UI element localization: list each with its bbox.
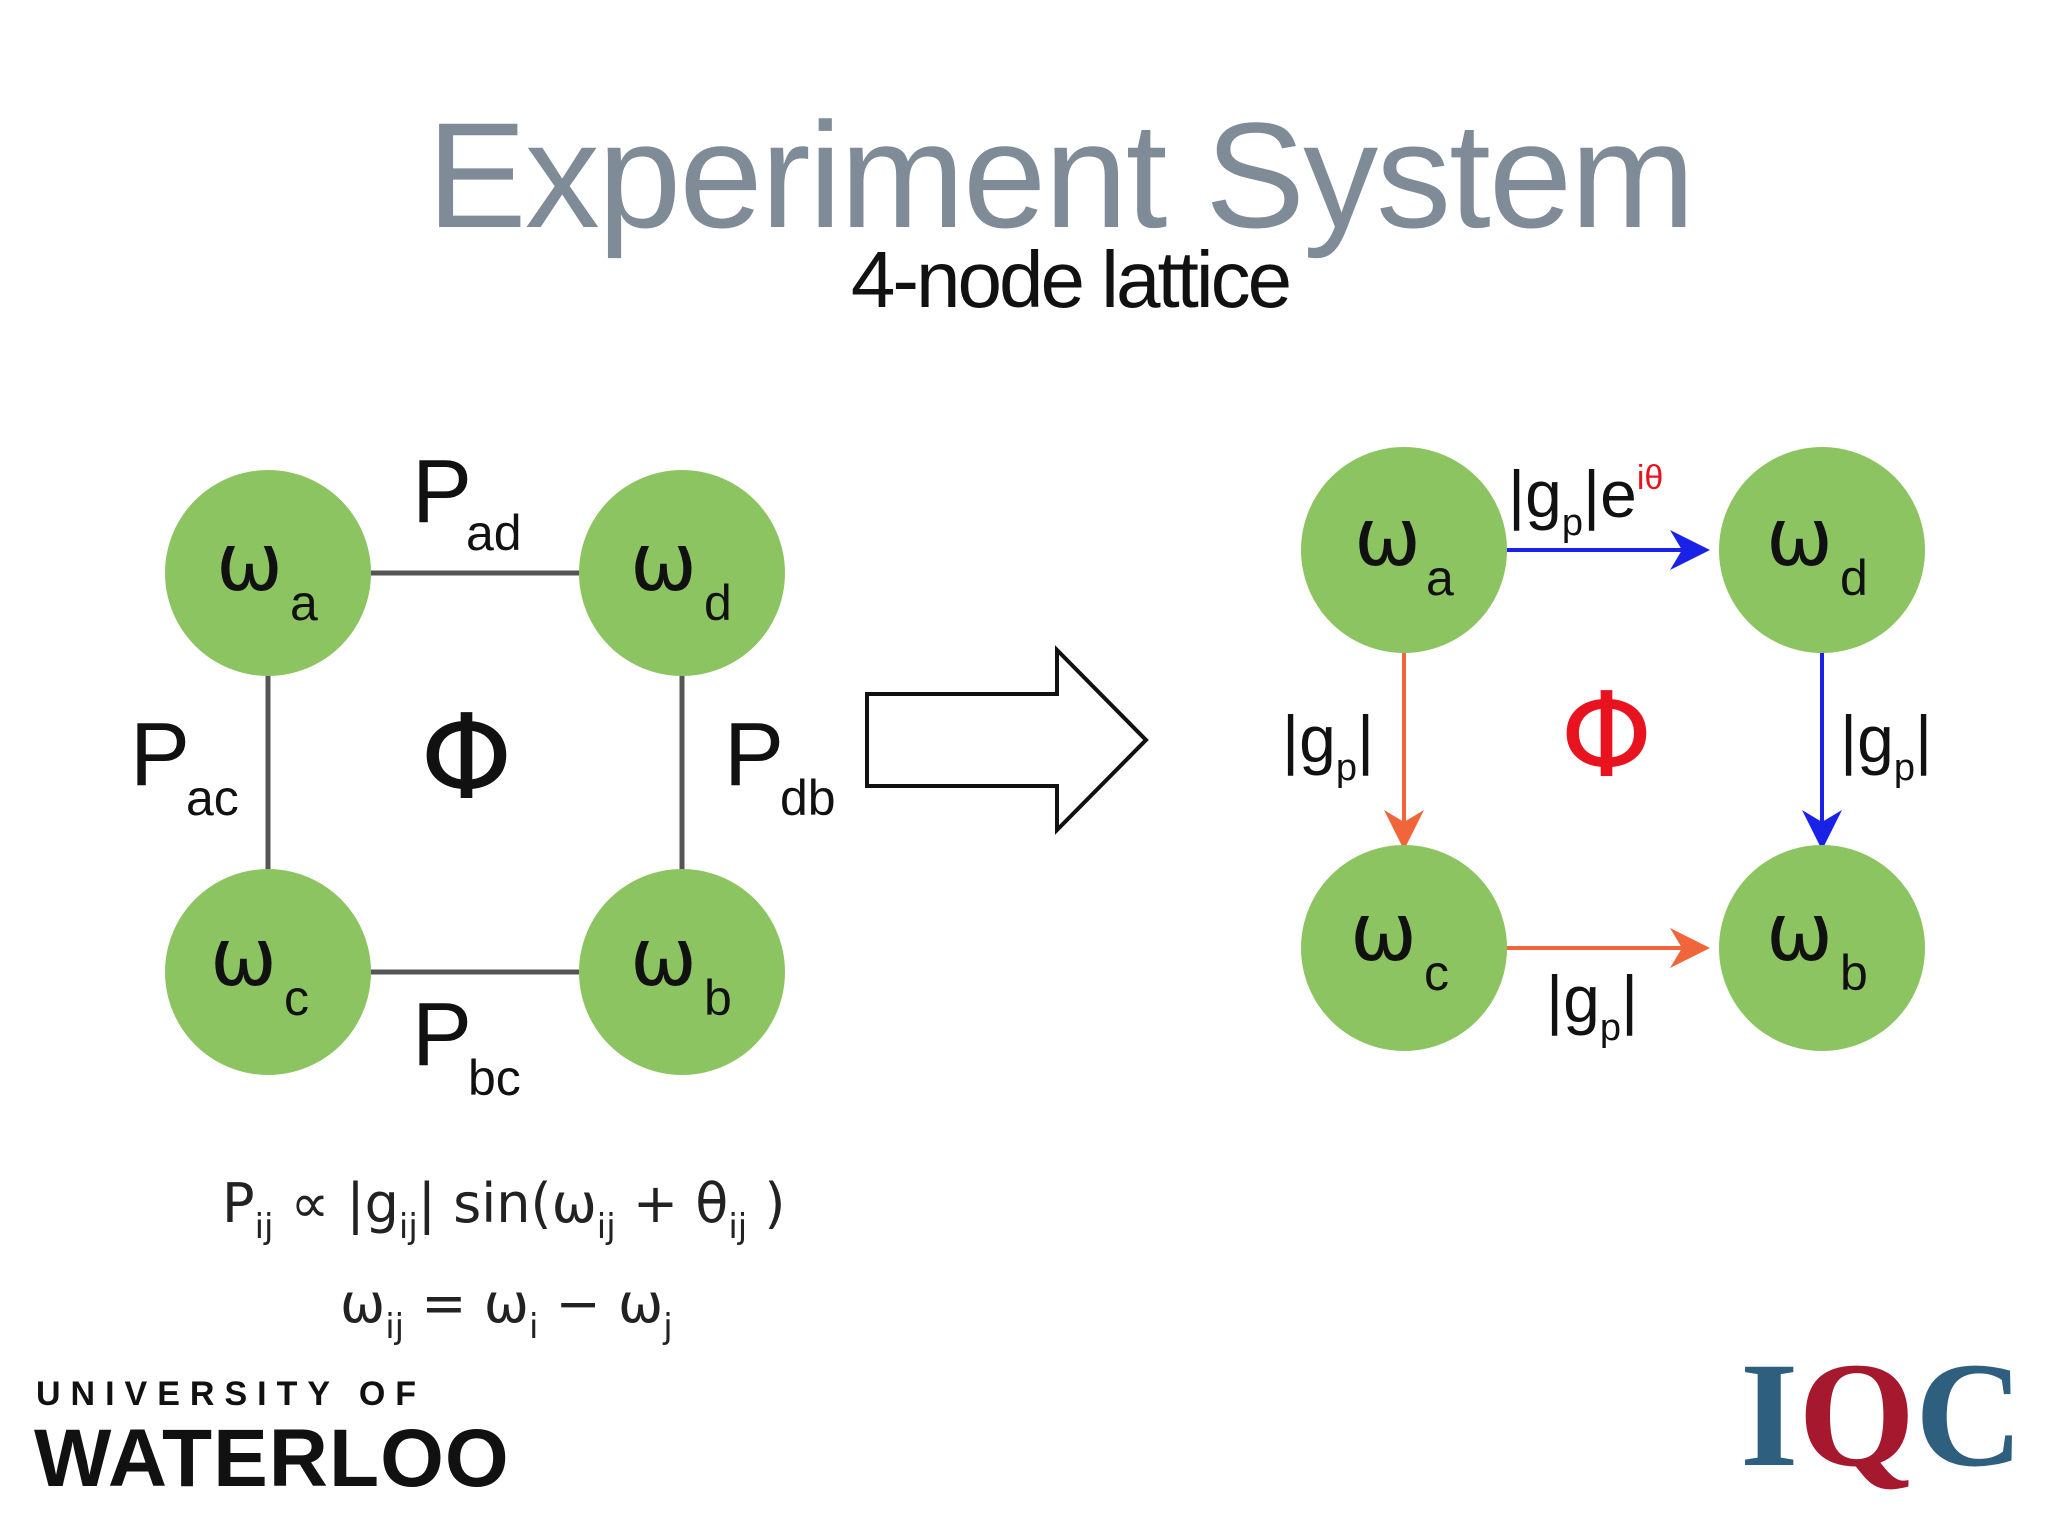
node-a: ω a [165, 470, 371, 676]
label-p-ac: P ac [130, 705, 239, 826]
svg-text:a: a [1426, 550, 1454, 606]
svg-text:a: a [290, 575, 318, 631]
label-gp-eitheta: |gp|eiθ [1508, 457, 1663, 544]
node-c: ω c [165, 869, 371, 1075]
node-b: ω b [579, 869, 785, 1075]
node-b-right: ω b [1719, 845, 1925, 1051]
svg-text:ad: ad [466, 505, 522, 561]
iqc-letter-i: I [1740, 1332, 1799, 1498]
svg-text:d: d [704, 575, 732, 631]
label-gp-left: |gp| [1282, 702, 1374, 789]
node-a-right: ω a [1301, 447, 1507, 653]
label-p-db: P db [724, 705, 836, 826]
node-d-right: ω d [1719, 447, 1925, 653]
label-gp-bottom: |gp| [1546, 962, 1638, 1049]
transform-arrow [865, 645, 1149, 835]
svg-text:ω: ω [630, 911, 697, 1004]
svg-text:P: P [724, 705, 784, 805]
formula-omega-ij: ωij = ωi − ωj [340, 1272, 673, 1347]
label-p-ad: P ad [412, 442, 522, 561]
svg-text:c: c [284, 970, 309, 1026]
svg-text:bc: bc [468, 1050, 521, 1106]
svg-text:P: P [130, 705, 190, 805]
svg-text:ω: ω [1350, 886, 1417, 979]
svg-text:P: P [412, 442, 472, 542]
right-lattice: ω a ω d ω c ω b |gp|eiθ |gp| |gp| |gp| Φ [1282, 447, 1932, 1051]
iqc-letter-c: C [1915, 1332, 2024, 1498]
formula-p-ij: Pij ∝ |gij| sin(ωij + θij ) [222, 1172, 785, 1247]
node-d: ω d [579, 470, 785, 676]
label-p-bc: P bc [412, 985, 521, 1106]
svg-text:ω: ω [216, 516, 283, 609]
svg-text:ω: ω [210, 911, 277, 1004]
svg-text:P: P [412, 985, 472, 1085]
phi-symbol-left: Φ [420, 688, 513, 826]
uw-logo-top: UNIVERSITY OF [36, 1375, 427, 1413]
page-subtitle: 4-node lattice [850, 235, 1292, 324]
svg-text:b: b [704, 970, 732, 1026]
left-lattice: ω a ω d ω c ω b P ad P ac P db [130, 442, 836, 1106]
svg-text:c: c [1424, 945, 1449, 1001]
iqc-logo: IQC [1740, 1340, 2023, 1490]
svg-text:ac: ac [186, 770, 239, 826]
phi-symbol-right: Φ [1560, 666, 1653, 804]
iqc-letter-q: Q [1798, 1332, 1916, 1498]
svg-text:db: db [780, 770, 836, 826]
svg-text:ω: ω [1766, 491, 1833, 584]
svg-text:ω: ω [1354, 491, 1421, 584]
svg-text:ω: ω [630, 516, 697, 609]
svg-text:d: d [1840, 550, 1868, 606]
label-gp-right: |gp| [1840, 702, 1932, 789]
uw-logo-bottom: WATERLOO [34, 1413, 510, 1504]
svg-text:ω: ω [1766, 886, 1833, 979]
svg-text:b: b [1840, 945, 1868, 1001]
page-title: Experiment System [426, 91, 1695, 259]
node-c-right: ω c [1301, 845, 1507, 1051]
